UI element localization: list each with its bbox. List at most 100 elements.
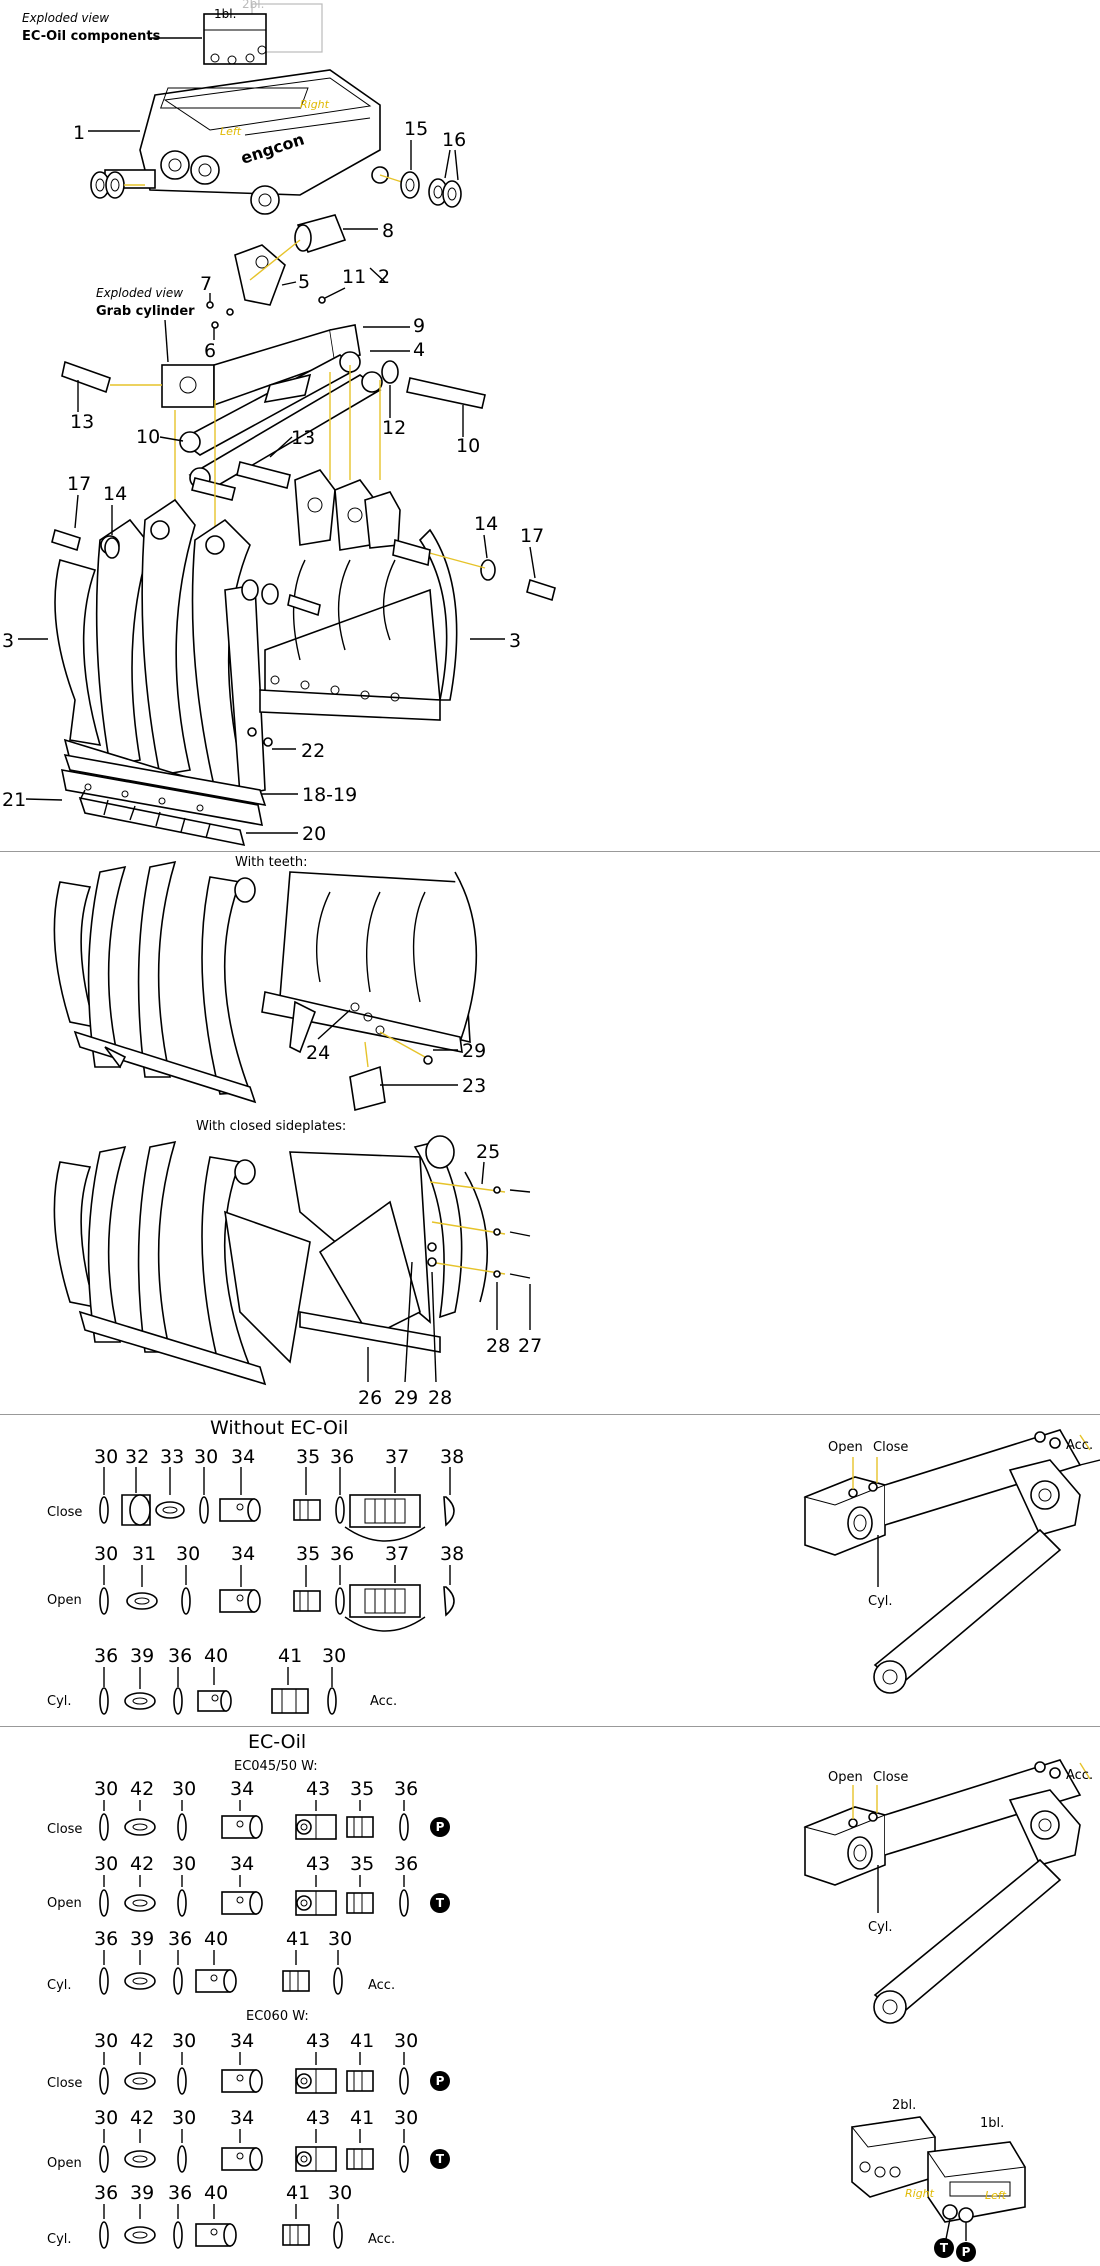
- ec-part-30-shape: [333, 1967, 343, 1995]
- ec-row-acc: Acc.: [368, 1978, 395, 1993]
- ec-part-number: 40: [204, 2182, 228, 2204]
- ec-part-number: 30: [94, 2030, 118, 2052]
- closed-sideplates-illustration: [53, 1135, 531, 1386]
- closed-sideplates-title: With closed sideplates:: [196, 1119, 346, 1134]
- callout-25: 25: [476, 1141, 500, 1163]
- cyl-label-acc: Acc.: [1066, 1438, 1093, 1453]
- small-bolts-illustration: [206, 267, 386, 329]
- ec-badge-circle: [430, 2149, 450, 2169]
- ec-part-40-shape: [195, 2223, 237, 2247]
- num-37: 37: [385, 1446, 409, 1468]
- ec-part-number: 30: [172, 1778, 196, 1800]
- ec-unit-p-badge: P: [962, 2245, 971, 2259]
- ec-part-number: 30: [328, 1928, 352, 1950]
- ec-part-36-shape: [173, 2221, 183, 2249]
- num-36: 36: [330, 1543, 354, 1565]
- with-teeth-claws-illustration: [53, 860, 478, 1112]
- ec-oil-section: EC-Oil EC045/50 W: EC060 W: Close 30 42 30 3…: [0, 1727, 1100, 2266]
- grab-cylinder-caption: Grab cylinder: [96, 304, 195, 319]
- pins-illustration: [61, 360, 486, 501]
- num-36: 36: [330, 1446, 354, 1468]
- ec-part-30-shape: [99, 2145, 109, 2173]
- callout-17-right: 17: [520, 525, 544, 547]
- ec045-subtitle: EC045/50 W:: [234, 1759, 318, 1774]
- ec-part-number: 30: [172, 2030, 196, 2052]
- ec-part-number: 30: [394, 2107, 418, 2129]
- callout-10-right: 12: [382, 417, 406, 439]
- section-divider-2: [0, 1414, 1100, 1415]
- damper-illustration: [294, 214, 347, 253]
- ec-part-43-shape: [295, 2146, 337, 2172]
- num-34: 34: [231, 1543, 255, 1565]
- ec-part-number: 41: [286, 2182, 310, 2204]
- ec-part-number: 34: [230, 2107, 254, 2129]
- ec-part-36-shape: [99, 2221, 109, 2249]
- bracket-illustration: [234, 244, 286, 306]
- row-label-cyl: Cyl.: [47, 1694, 72, 1709]
- ec-part-number: 30: [94, 1853, 118, 1875]
- ec-badge-circle: [430, 2071, 450, 2091]
- num-37: 37: [385, 1543, 409, 1565]
- ec-part-34-shape: [221, 1891, 263, 1915]
- ec-row-label: Cyl.: [47, 1978, 72, 1993]
- ec-part-number: 42: [130, 2107, 154, 2129]
- num-35: 35: [296, 1446, 320, 1468]
- callout-29: 29: [394, 1387, 418, 1409]
- ec-part-number: 41: [350, 2030, 374, 2052]
- num-32: 32: [125, 1446, 149, 1468]
- ec-part-30-shape: [177, 1813, 187, 1841]
- cyl-row-parts: [99, 1667, 337, 1715]
- callout-2: 2: [378, 266, 390, 288]
- num-38: 38: [440, 1446, 464, 1468]
- ec-badge-text: T: [436, 2152, 445, 2166]
- ec-oil-title: EC-Oil: [248, 1731, 307, 1753]
- head-frame-illustration: engcon Right Left: [104, 69, 389, 215]
- ec-part-number: 30: [394, 2030, 418, 2052]
- left-washers-illustration: [90, 171, 145, 199]
- cyl-label-close: Close: [873, 1440, 908, 1455]
- cutting-edge-illustration: [60, 727, 273, 847]
- ec-row-acc: Acc.: [368, 2232, 395, 2247]
- ec-row-label: Open: [47, 2156, 82, 2171]
- ec-part-number: 36: [94, 1928, 118, 1950]
- ec-part-42-shape: [124, 2072, 156, 2090]
- ec-part-41-shape: [346, 2148, 374, 2170]
- callout-14-right: 14: [474, 513, 498, 535]
- num-36: 36: [168, 1645, 192, 1667]
- ec-valve-units-illustration: Right Left: [851, 2116, 1026, 2262]
- with-teeth-view: With teeth: 24 29 23: [53, 855, 486, 1112]
- ec-part-34-shape: [221, 1815, 263, 1839]
- top-callouts: 1 15 16 8 2 11 5 7 6 9 4 13 10 12 10 13 …: [2, 118, 544, 845]
- ec-cyl-label-open: Open: [828, 1770, 863, 1785]
- ec-unit-2bl: 2bl.: [892, 2098, 916, 2113]
- callout-22: 22: [301, 740, 325, 762]
- num-36: 36: [94, 1645, 118, 1667]
- side-pins-illustration: [51, 528, 556, 617]
- ec-badge-text: P: [436, 2074, 445, 2088]
- ec060-subtitle: EC060 W:: [246, 2009, 309, 2024]
- callout-13-center: 13: [291, 427, 315, 449]
- ec-part-43-shape: [295, 1814, 337, 1840]
- ec-part-number: 42: [130, 2030, 154, 2052]
- num-34: 34: [231, 1446, 255, 1468]
- ec-part-41-shape: [282, 2224, 310, 2246]
- ec-part-number: 30: [94, 1778, 118, 1800]
- ec-oil-components-caption: EC-Oil components: [22, 29, 161, 44]
- callout-3-left: 3: [2, 630, 14, 652]
- callout-27: 27: [518, 1335, 542, 1357]
- callout-21: 21: [2, 789, 26, 811]
- ec-part-number: 34: [230, 2030, 254, 2052]
- ec-row-label: Cyl.: [47, 2232, 72, 2247]
- ec-part-number: 30: [172, 2107, 196, 2129]
- ec-cylinder-ports-illustration: [803, 1759, 1091, 2024]
- ec-cyl-label-cyl: Cyl.: [868, 1920, 893, 1935]
- exploded-view-ec-caption: Exploded view: [22, 11, 109, 25]
- ec-cyl-label-close: Close: [873, 1770, 908, 1785]
- ec-part-30-shape: [99, 1813, 109, 1841]
- ec-part-40-shape: [195, 1969, 237, 1993]
- callout-26: 26: [358, 1387, 382, 1409]
- ec-part-number: 30: [328, 2182, 352, 2204]
- exploded-view-grab-caption: Exploded view: [96, 286, 183, 300]
- callout-16: 16: [442, 129, 466, 151]
